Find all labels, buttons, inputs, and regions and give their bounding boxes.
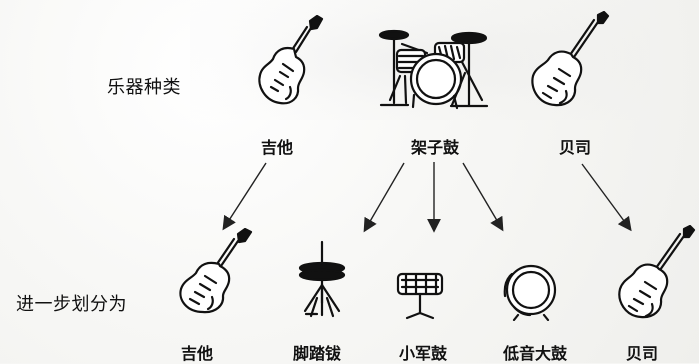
bottom-row-label: 进一步划分为 — [16, 294, 127, 315]
bottom-item-label-guitar: 吉他 — [180, 344, 214, 363]
bass-drum-icon — [500, 259, 560, 321]
top-row-label: 乐器种类 — [107, 77, 181, 98]
bottom-item-label-hi-hat: 脚踏钹 — [292, 344, 342, 363]
bass-guitar-icon — [617, 225, 699, 322]
top-item-label-drum-kit: 架子鼓 — [410, 138, 460, 157]
snare-drum-icon — [395, 268, 447, 320]
bass-guitar-icon — [525, 11, 613, 112]
arrow-bass-to-bass — [581, 163, 632, 232]
bottom-item-label-bass: 贝司 — [625, 344, 659, 363]
hi-hat-icon — [294, 240, 350, 321]
drum-kit-icon — [378, 21, 490, 112]
bottom-item-label-snare: 小军鼓 — [398, 344, 448, 363]
bottom-item-label-bass-drum: 低音大鼓 — [502, 344, 568, 363]
top-item-label-bass: 贝司 — [558, 138, 592, 157]
arrow-drum-to-hi-hat — [363, 162, 405, 233]
arrow-drum-to-bass-drum — [462, 162, 504, 232]
electric-guitar-icon — [253, 15, 327, 110]
electric-guitar-icon — [171, 228, 261, 316]
top-item-label-guitar: 吉他 — [260, 138, 294, 157]
arrow-guitar-to-guitar — [222, 162, 267, 231]
